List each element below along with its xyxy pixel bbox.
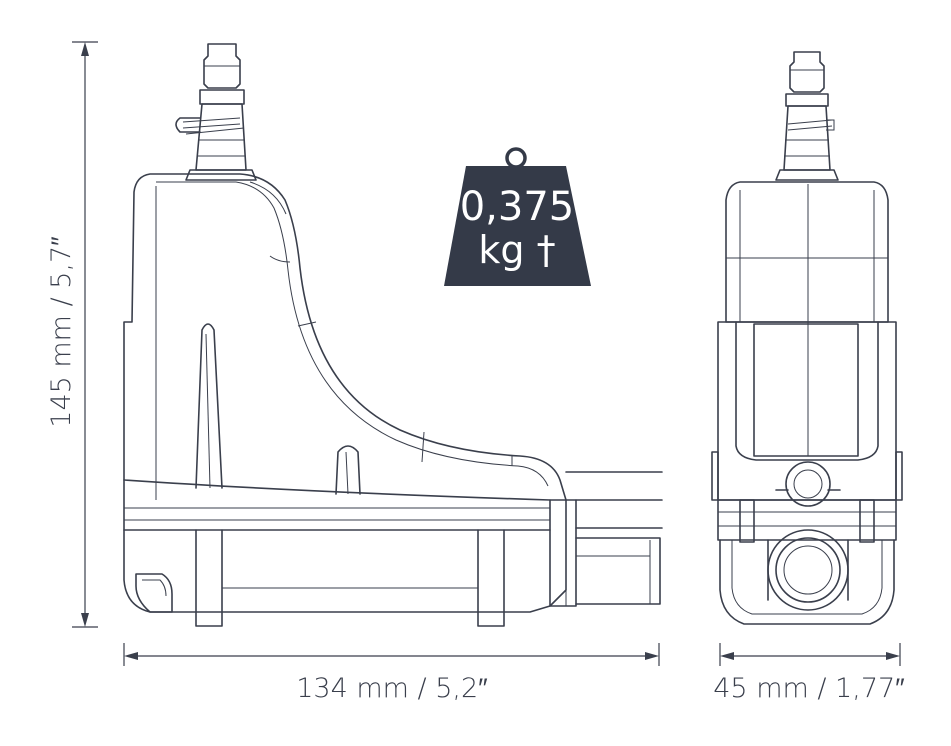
width-dimension: 45 mm / 1,77″ xyxy=(713,643,905,704)
weight-icon xyxy=(444,166,591,286)
width-label: 45 mm / 1,77″ xyxy=(713,673,905,704)
weight-value: 0,375 xyxy=(460,184,575,230)
length-dimension: 134 mm / 5,2″ xyxy=(123,643,660,704)
height-label: 145 mm / 5,7″ xyxy=(46,236,77,428)
length-label: 134 mm / 5,2″ xyxy=(296,673,488,704)
pump-front-view xyxy=(711,51,903,625)
weight-badge: 0,375 kg † xyxy=(444,147,591,286)
pump-side-view xyxy=(123,43,663,627)
height-dimension: 145 mm / 5,7″ xyxy=(46,41,98,628)
weight-unit: kg † xyxy=(478,228,555,272)
